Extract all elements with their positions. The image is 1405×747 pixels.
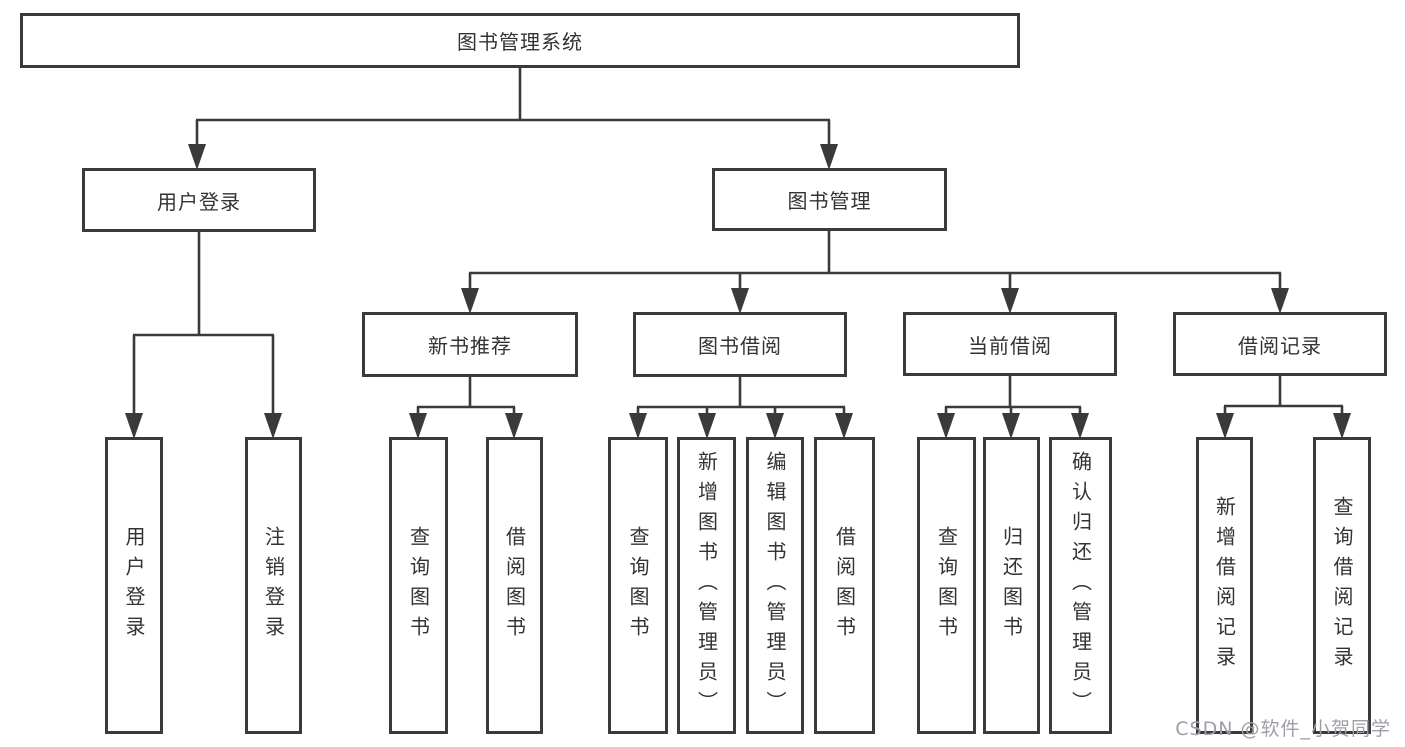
leaf-records-query-record: 查询借阅记录 <box>1313 437 1371 734</box>
leaf-borrow-query-books: 查询图书 <box>608 437 668 734</box>
leaf-current-query-books: 查询图书 <box>917 437 976 734</box>
leaf-current-confirm-return-admin: 确认归还（管理员） <box>1049 437 1112 734</box>
node-label: 新书推荐 <box>428 334 512 358</box>
node-book-borrowing: 图书借阅 <box>633 312 847 377</box>
node-root-system: 图书管理系统 <box>20 13 1020 68</box>
leaf-label: 用户登录 <box>122 525 146 646</box>
leaf-records-add-record: 新增借阅记录 <box>1196 437 1253 734</box>
leaf-label: 查询借阅记录 <box>1330 495 1354 676</box>
leaf-label: 注销登录 <box>261 525 286 646</box>
leaf-label: 归还图书 <box>999 525 1024 646</box>
leaf-current-return-books: 归还图书 <box>983 437 1040 734</box>
leaf-recommend-borrow-books: 借阅图书 <box>486 437 543 734</box>
leaf-label: 新增图书（管理员） <box>694 450 719 721</box>
leaf-borrow-edit-books-admin: 编辑图书（管理员） <box>746 437 804 734</box>
node-user-login: 用户登录 <box>82 168 316 232</box>
node-current-borrowing: 当前借阅 <box>903 312 1117 376</box>
leaf-label: 编辑图书（管理员） <box>763 450 787 721</box>
leaf-recommend-query-books: 查询图书 <box>389 437 448 734</box>
leaf-label: 借阅图书 <box>832 525 857 646</box>
leaf-label: 查询图书 <box>934 525 959 646</box>
node-new-book-recommendation: 新书推荐 <box>362 312 578 377</box>
node-label: 借阅记录 <box>1238 333 1322 358</box>
csdn-watermark: CSDN @软件_小贺同学 <box>1175 718 1391 740</box>
node-label: 图书管理 <box>787 189 872 213</box>
leaf-borrow-borrow-books: 借阅图书 <box>814 437 875 734</box>
arrowheads <box>125 144 1351 439</box>
leaf-label: 新增借阅记录 <box>1212 495 1237 676</box>
leaf-label: 查询图书 <box>626 525 650 646</box>
node-book-management: 图书管理 <box>712 168 947 231</box>
node-label: 当前借阅 <box>968 333 1052 358</box>
node-borrowing-records: 借阅记录 <box>1173 312 1387 376</box>
leaf-borrow-add-books-admin: 新增图书（管理员） <box>677 437 736 734</box>
leaf-label: 借阅图书 <box>502 525 527 646</box>
node-label: 图书借阅 <box>698 334 782 358</box>
node-label: 用户登录 <box>157 189 241 214</box>
leaf-logout: 注销登录 <box>245 437 302 734</box>
node-label: 图书管理系统 <box>457 30 583 54</box>
leaf-label: 确认归还（管理员） <box>1068 450 1093 721</box>
leaf-label: 查询图书 <box>406 525 431 646</box>
leaf-user-login: 用户登录 <box>105 437 163 734</box>
